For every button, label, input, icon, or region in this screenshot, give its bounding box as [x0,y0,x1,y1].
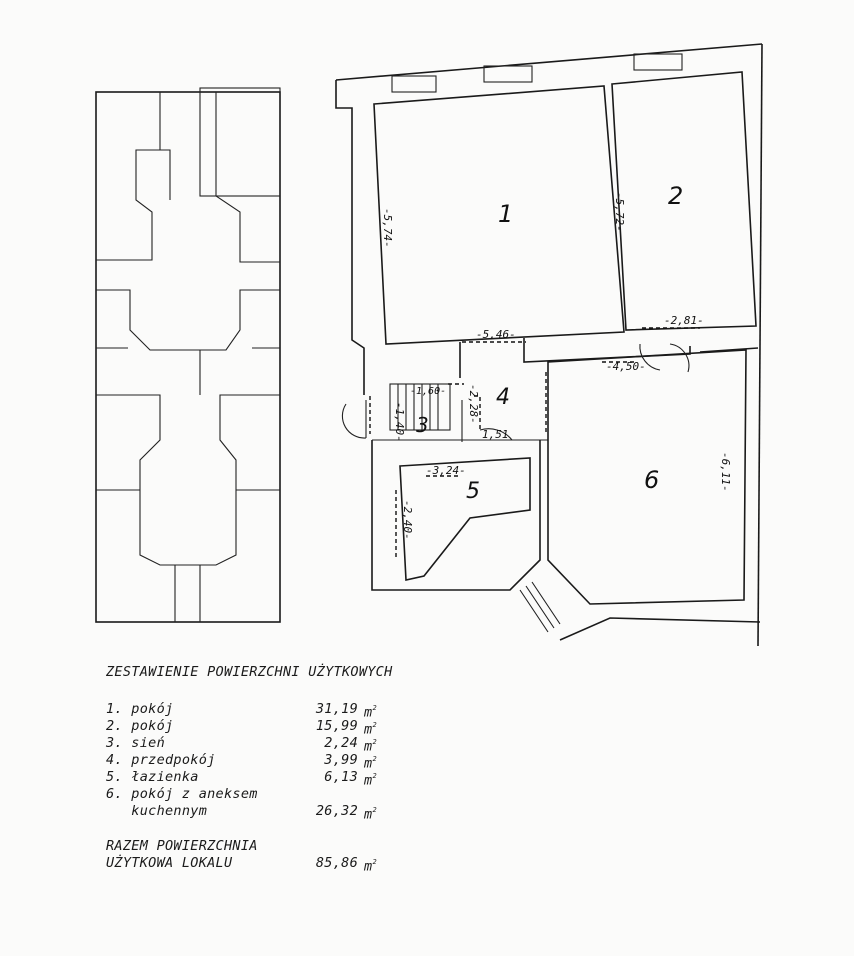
room-5-outer-wall [371,440,541,591]
room-3-stairs [389,383,451,431]
room-1-outline [373,85,625,345]
room-5-outline [399,457,531,581]
dimension-lines [369,327,700,560]
area-unit: m2 [364,772,377,789]
right-outer-wall [757,43,763,647]
key-plan-corridor [96,92,280,351]
room-label: 3. sień [106,735,165,751]
door-swing-room-6 [639,343,690,373]
room-label: 5. łazienka [106,769,199,785]
room-number-5: 5 [466,479,480,504]
room-area: 26,32 [315,803,358,819]
room-label: 4. przedpokój [106,752,216,768]
area-unit: m2 [364,738,377,755]
room-label: 2. pokój [106,718,174,734]
key-plan-hall [96,394,280,566]
dim-hall-width: 1,51 [482,428,509,441]
dim-room2-height: -5,72- [613,192,626,232]
total-line-1: RAZEM POWIERZCHNIA [106,838,258,854]
summary-row: 6. pokój z aneksem [106,786,393,803]
room-number-3: 3 [416,413,429,437]
lower-facade [559,617,761,641]
dim-room1-width: -5,46- [476,328,516,341]
left-outer-wall [335,80,365,395]
room-area: 3,99 [324,752,358,768]
area-unit: m2 [364,704,377,721]
room-2-outline [611,71,757,331]
room-area [298,786,358,803]
total-line-2: UŻYTKOWA LOKALU 85,86 m2 [106,855,377,875]
room-area: 6,13 [324,769,358,785]
key-plan-outline [95,91,281,623]
room-label: 6. pokój z aneksem [106,786,258,802]
key-plan-partitions [96,350,280,622]
area-unit: m2 [364,755,377,772]
key-plan-walls [96,149,280,349]
total-area: 85,86 [315,855,358,871]
summary-row: 3. sień 2,24 m2 [106,735,393,755]
dim-room5-height: -2,40- [401,500,414,540]
summary-total: RAZEM POWIERZCHNIA UŻYTKOWA LOKALU 85,86… [106,838,393,875]
dim-room2-width: -2,81- [664,314,704,327]
area-unit: m2 [364,858,377,875]
area-unit: m2 [364,806,377,823]
dim-stairs-height: -1,40- [393,402,406,442]
summary-row: kuchennym 26,32 m2 [106,803,393,823]
dim-room6-width: -4,50- [606,360,646,373]
summary-row: 5. łazienka 6,13 m2 [106,769,393,789]
key-plan [95,87,281,623]
dim-room6-height: -6,11- [719,452,732,492]
summary-row: 1. pokój 31,19 m2 [106,701,393,721]
dim-hall-height: -2,28- [467,384,480,424]
stair-treads [397,384,439,430]
dim-room1-height: -5,74- [381,208,394,248]
room-label: 1. pokój [106,701,174,717]
key-plan-hatched-unit [199,87,281,197]
dim-room5-width: -3,24- [426,464,466,477]
bay-window [519,581,561,633]
room-area: 2,24 [324,735,358,751]
room-number-4: 4 [496,385,510,410]
summary-title: ZESTAWIENIE POWIERZCHNI UŻYTKOWYCH [106,664,393,680]
room-area: 15,99 [315,718,358,734]
window-2 [483,65,533,83]
dim-stairs-width: -1,60- [410,386,446,397]
door-swing-entry [341,400,367,439]
room-area: 31,19 [315,701,358,717]
area-unit: m2 [364,721,377,738]
room-label: kuchennym [106,803,208,819]
room-4-walls [372,400,548,442]
window-3 [633,53,683,71]
facade-line [335,43,763,81]
area-summary: ZESTAWIENIE POWIERZCHNI UŻYTKOWYCH 1. po… [106,664,393,875]
window-1 [391,75,437,93]
summary-row: 2. pokój 15,99 m2 [106,718,393,738]
summary-row: 4. przedpokój 3,99 m2 [106,752,393,772]
apartment-plan: 1 2 3 4 5 6 -5,74- -5,72- -5,46- -2,81- … [335,43,763,647]
room-number-6: 6 [644,466,659,494]
room-6-outline [547,349,747,605]
room-number-2: 2 [668,182,683,210]
room-number-1: 1 [498,200,513,228]
